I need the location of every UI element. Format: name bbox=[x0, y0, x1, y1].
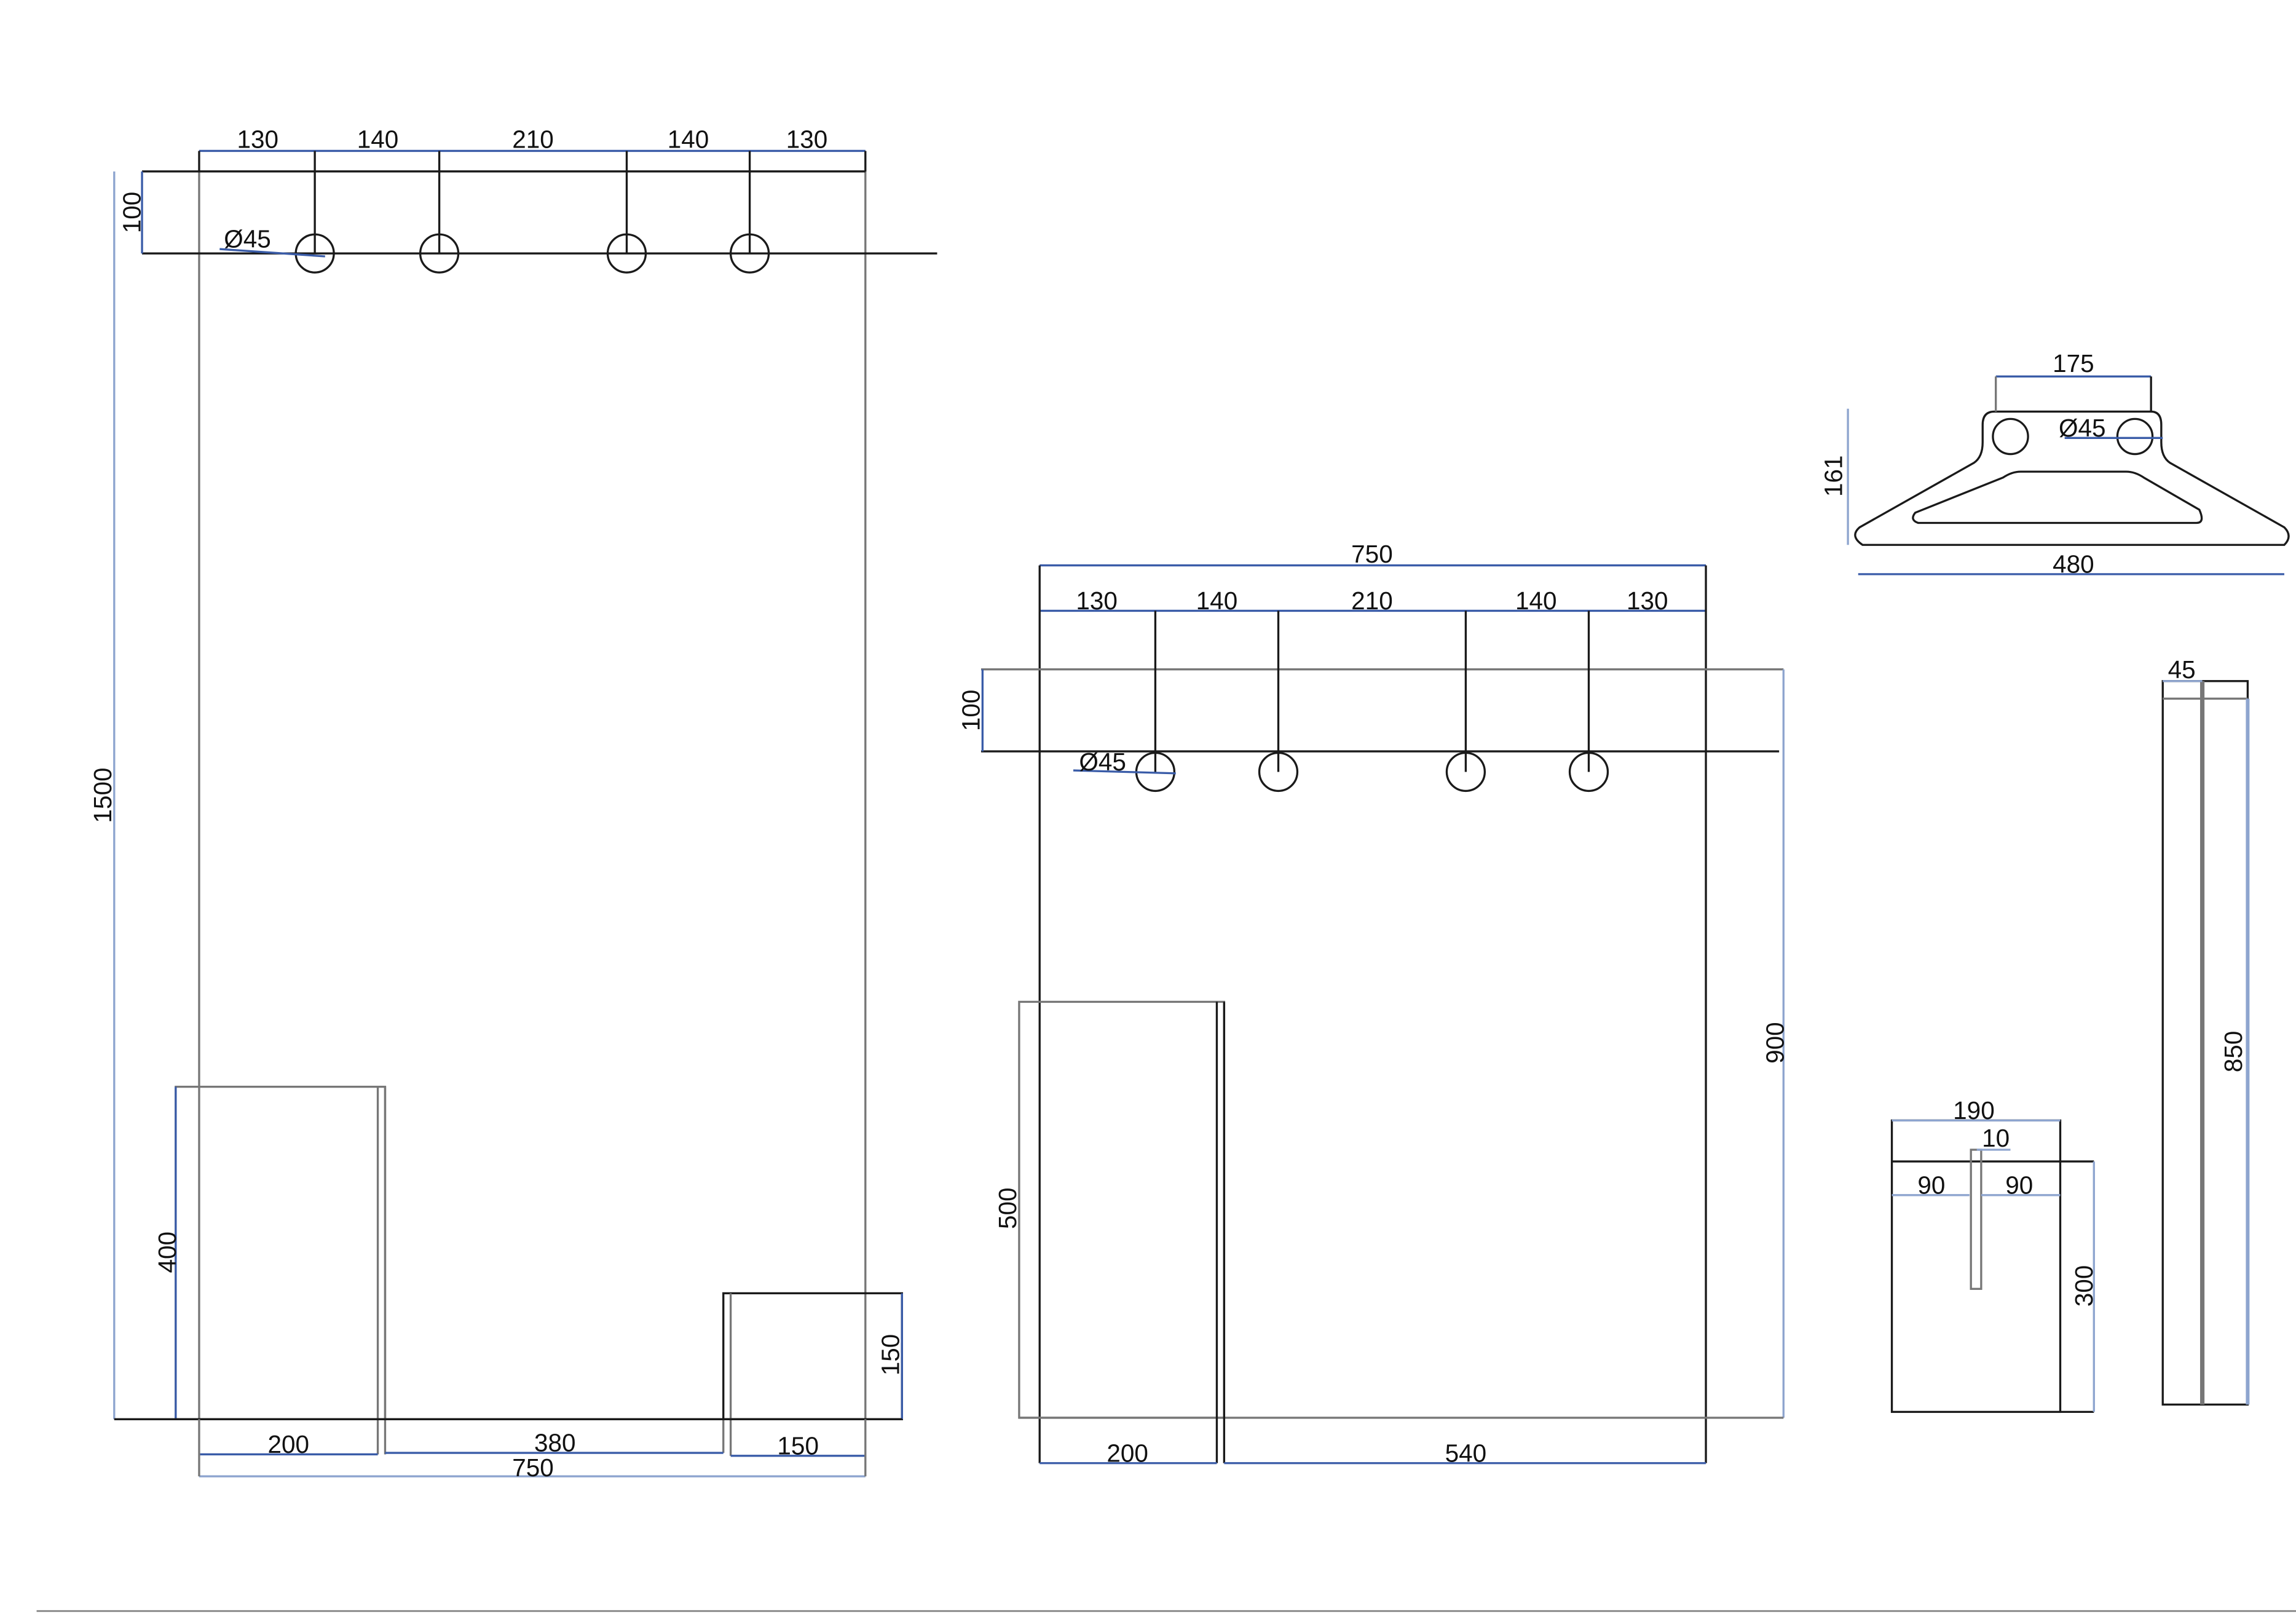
dim-label: 300 bbox=[2070, 1265, 2098, 1307]
dim-label: 480 bbox=[2053, 550, 2094, 578]
dim-label: 90 bbox=[1917, 1171, 1945, 1199]
dim-label: 130 bbox=[237, 125, 278, 154]
dim-label: 200 bbox=[1107, 1439, 1148, 1467]
side-panel bbox=[1018, 1000, 1226, 1419]
slot bbox=[1970, 1149, 1982, 1290]
dim-label: 1500 bbox=[89, 768, 117, 823]
hole-icon bbox=[606, 233, 647, 274]
hole-icon bbox=[1992, 417, 2029, 456]
dim-label: 540 bbox=[1445, 1439, 1487, 1467]
hole-icon bbox=[419, 233, 460, 274]
dim-label: 380 bbox=[534, 1429, 576, 1457]
dim-label: 161 bbox=[1820, 456, 1848, 497]
dim-label: 90 bbox=[2005, 1171, 2033, 1199]
dim-label: 210 bbox=[1351, 587, 1393, 615]
dim-label: 10 bbox=[1982, 1124, 2010, 1152]
dim-label: 140 bbox=[668, 125, 709, 154]
hole-icon bbox=[1568, 751, 1609, 793]
front-panel-outline bbox=[198, 170, 867, 1420]
dim-label: 140 bbox=[1196, 587, 1238, 615]
diameter-label: Ø45 bbox=[1079, 748, 1126, 776]
dim-label: 140 bbox=[1515, 587, 1557, 615]
dim-label: 200 bbox=[267, 1430, 309, 1458]
dim-label: 190 bbox=[1953, 1096, 1995, 1125]
slot-part-outline bbox=[1890, 1119, 2062, 1413]
bracket-view: 175 Ø45 161 480 bbox=[1820, 349, 2290, 578]
dim-label: 900 bbox=[1761, 1022, 1789, 1064]
dim-label: 500 bbox=[993, 1188, 1022, 1230]
dim-label: 130 bbox=[1627, 587, 1668, 615]
dim-label: 140 bbox=[357, 125, 399, 154]
diameter-label: Ø45 bbox=[2059, 414, 2106, 442]
right-block bbox=[722, 1292, 903, 1420]
dim-label: 750 bbox=[1351, 540, 1393, 568]
hole-icon bbox=[2116, 417, 2154, 456]
dim-label: 400 bbox=[153, 1232, 181, 1273]
slot-part-view: 190 10 90 90 300 bbox=[1890, 1096, 2098, 1413]
dim-label: 150 bbox=[877, 1334, 905, 1376]
dim-label: 130 bbox=[786, 125, 828, 154]
hole-icon bbox=[1258, 751, 1299, 793]
dim-label: 130 bbox=[1076, 587, 1118, 615]
dim-label: 750 bbox=[512, 1453, 554, 1482]
dim-label: 150 bbox=[777, 1431, 819, 1460]
dim-label: 175 bbox=[2053, 349, 2094, 378]
bracket-outline bbox=[1854, 410, 2290, 546]
left-panel bbox=[175, 1085, 387, 1420]
dim-label: 850 bbox=[2219, 1031, 2247, 1073]
dim-label: 100 bbox=[957, 690, 985, 732]
bracket-cutout bbox=[1912, 470, 2203, 524]
bar-view: 45 850 bbox=[2161, 655, 2250, 1406]
front-view: 130 140 210 140 130 100 Ø45 1500 400 150… bbox=[89, 125, 937, 1482]
diameter-label: Ø45 bbox=[224, 225, 271, 253]
hole-icon bbox=[1445, 751, 1486, 793]
dim-label: 45 bbox=[2168, 655, 2196, 684]
hole-icon bbox=[729, 233, 770, 274]
dim-label: 210 bbox=[512, 125, 554, 154]
dim-label: 100 bbox=[118, 192, 146, 234]
side-view: 750 100 130 140 210 140 130 Ø45 900 500 … bbox=[957, 540, 1789, 1468]
